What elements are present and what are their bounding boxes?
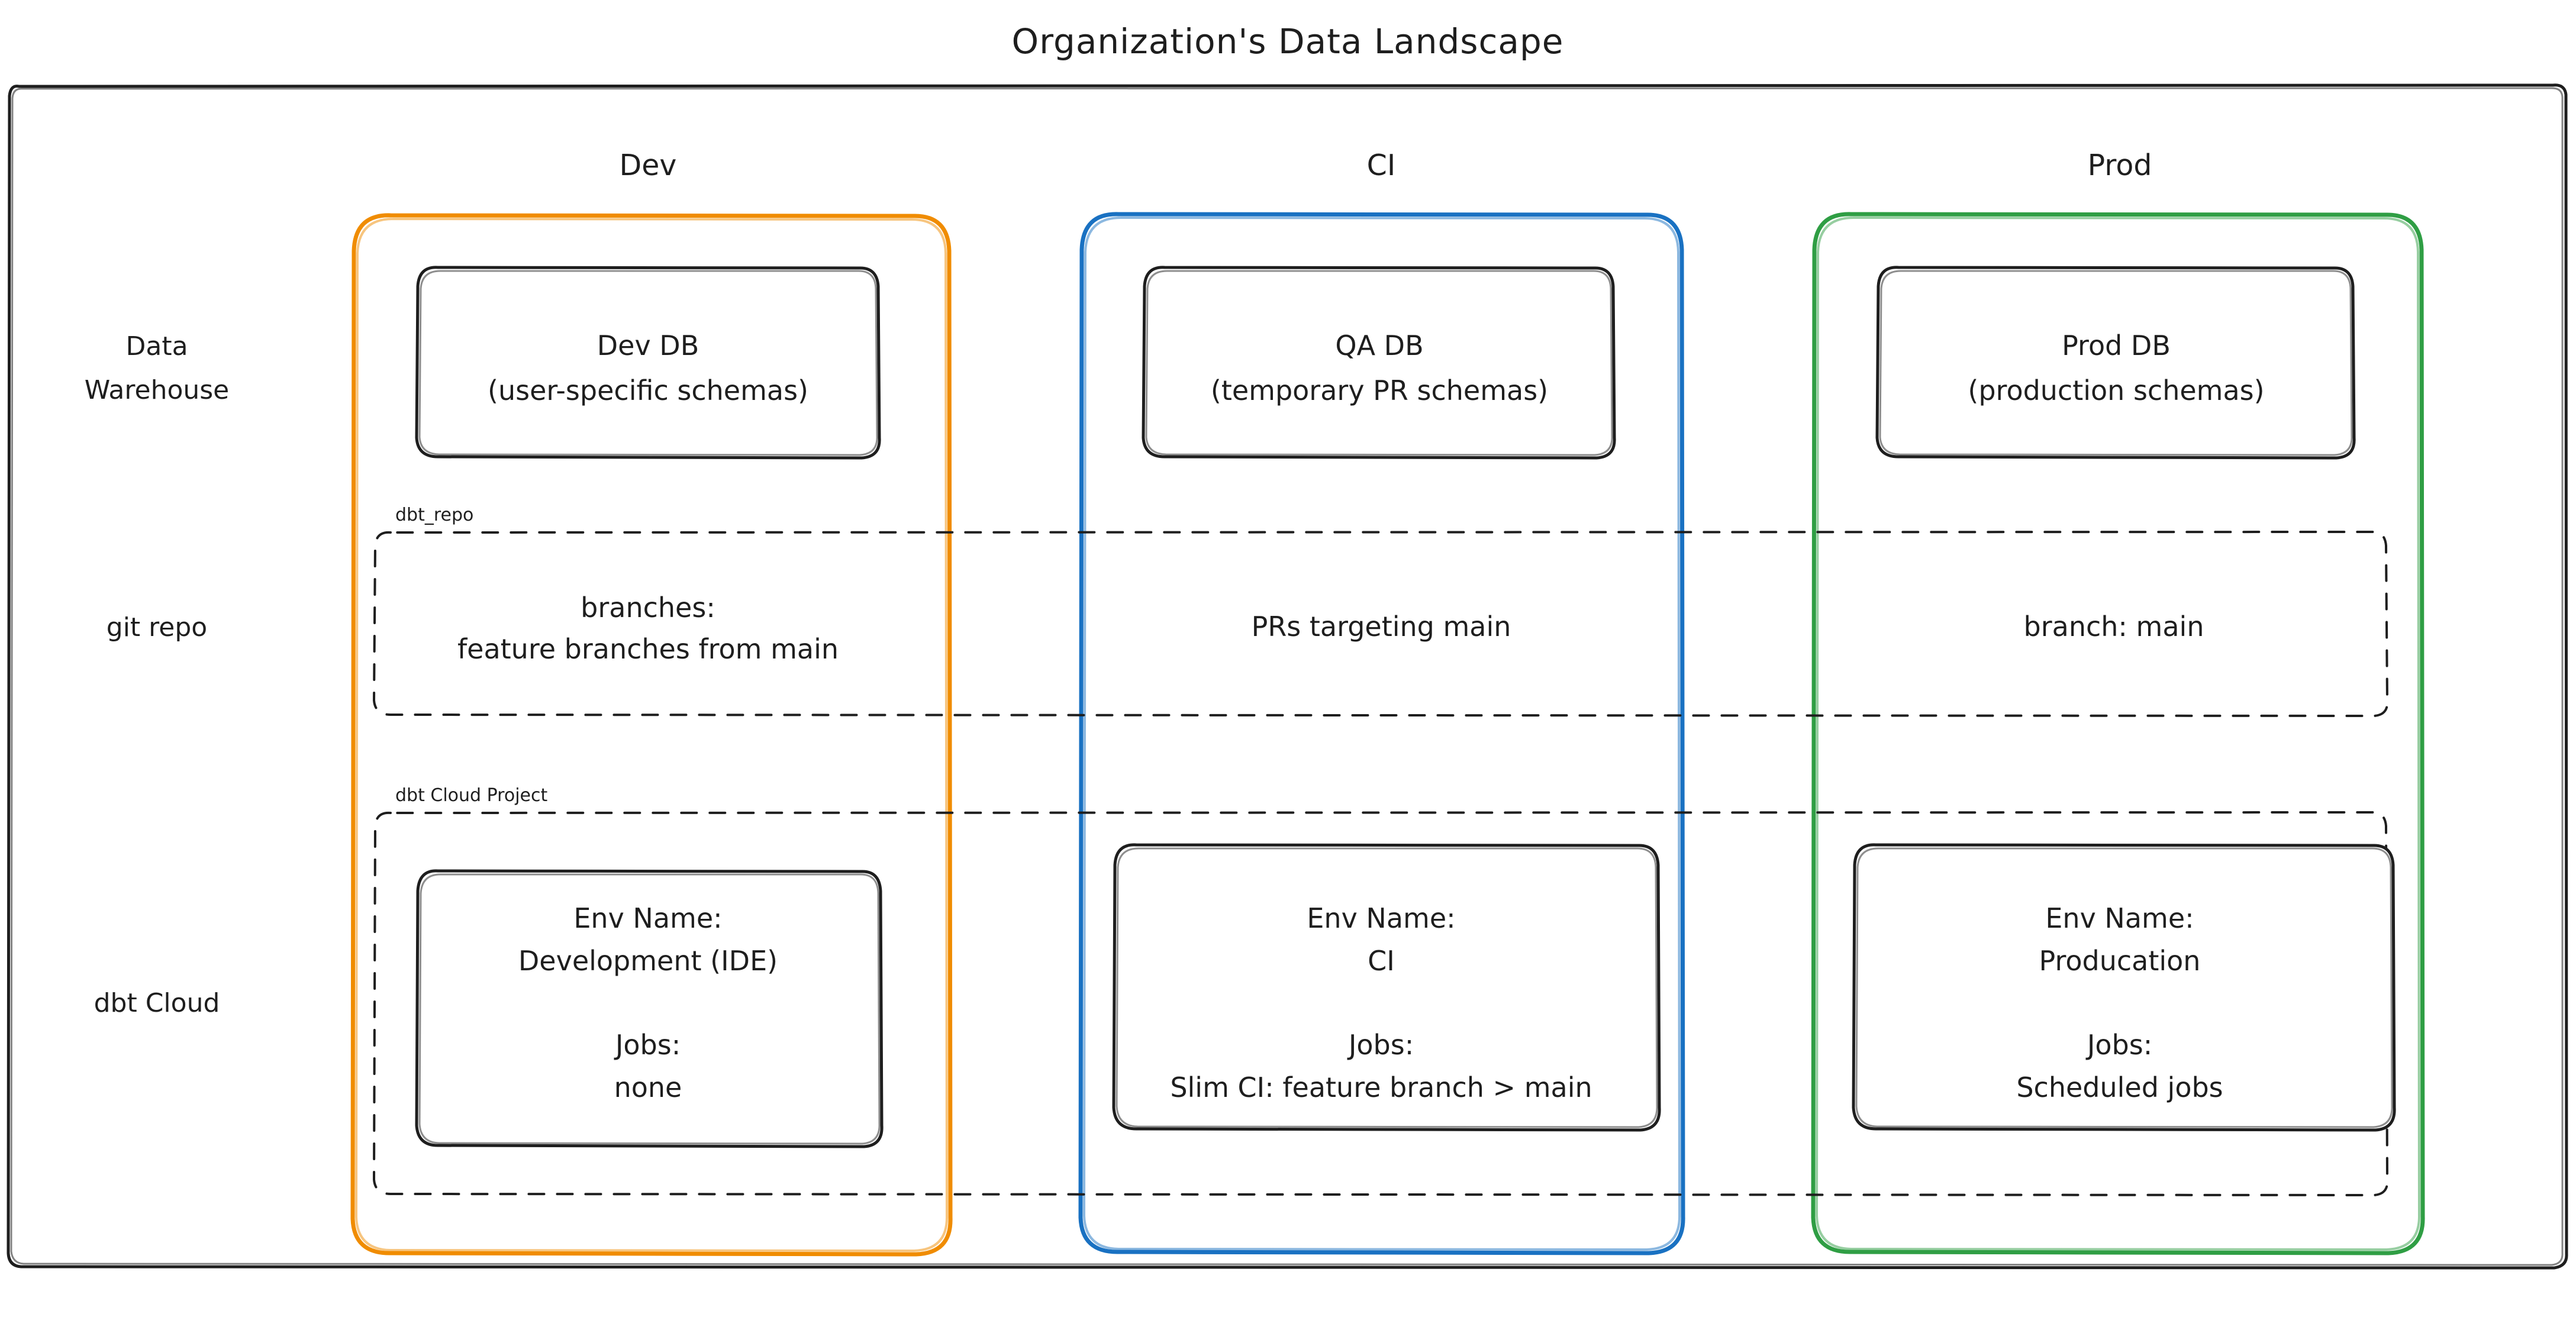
git-node-dev: branches: feature branches from main — [457, 592, 839, 665]
dbt-cloud-node-dev-jobs-label: Jobs: — [614, 1029, 681, 1061]
warehouse-node-ci-line1: QA DB — [1335, 330, 1423, 361]
warehouse-node-ci[interactable]: QA DB (temporary PR schemas) — [1142, 266, 1616, 460]
dbt-cloud-node-prod-jobs-value: Scheduled jobs — [2016, 1071, 2223, 1103]
warehouse-node-dev-line1: Dev DB — [597, 330, 699, 361]
git-node-dev-line2: feature branches from main — [457, 633, 839, 665]
lane-title-ci: CI — [1367, 149, 1396, 182]
dbt-cloud-node-ci[interactable]: Env Name: CI Jobs: Slim CI: feature bran… — [1112, 843, 1661, 1132]
git-repo-group: dbt_repo — [373, 505, 2389, 717]
dbt-cloud-node-ci-env-value: CI — [1368, 945, 1395, 977]
lane-title-prod: Prod — [2088, 149, 2152, 182]
dbt-cloud-node-prod-jobs-label: Jobs: — [2085, 1029, 2152, 1061]
diagram-title: Organization's Data Landscape — [1012, 21, 1564, 62]
git-node-ci: PRs targeting main — [1252, 611, 1511, 643]
git-node-prod-line1: branch: main — [2024, 611, 2204, 643]
dbt-cloud-node-prod-env-value: Producation — [2039, 945, 2201, 977]
dbt-cloud-node-ci-env-label: Env Name: — [1307, 902, 1455, 934]
dbt-cloud-node-ci-jobs-label: Jobs: — [1347, 1029, 1414, 1061]
lane-container-ci — [1078, 212, 1685, 1255]
dbt-cloud-node-ci-jobs-value: Slim CI: feature branch > main — [1170, 1071, 1592, 1103]
outer-frame — [7, 83, 2568, 1270]
dbt-cloud-node-dev-env-value: Development (IDE) — [518, 945, 778, 977]
lane-container-dev — [350, 213, 953, 1257]
git-node-ci-line1: PRs targeting main — [1252, 611, 1511, 643]
git-node-prod: branch: main — [2024, 611, 2204, 643]
dbt-cloud-node-dev-jobs-value: none — [614, 1071, 682, 1103]
warehouse-node-dev-line2: (user-specific schemas) — [488, 375, 808, 406]
lane-container-prod — [1811, 212, 2425, 1255]
row-label-data-warehouse-line2: Warehouse — [85, 375, 230, 405]
dbt-cloud-group: dbt Cloud Project — [373, 785, 2389, 1196]
lane-title-dev: Dev — [620, 149, 677, 182]
dbt-cloud-node-dev[interactable]: Env Name: Development (IDE) Jobs: none — [415, 869, 884, 1148]
dbt-cloud-group-label: dbt Cloud Project — [395, 785, 547, 806]
git-node-dev-line1: branches: — [581, 592, 715, 624]
warehouse-node-prod[interactable]: Prod DB (production schemas) — [1875, 266, 2356, 460]
git-repo-group-label: dbt_repo — [395, 505, 473, 525]
warehouse-node-dev[interactable]: Dev DB (user-specific schemas) — [415, 266, 881, 460]
row-label-data-warehouse-line1: Data — [125, 331, 188, 361]
dbt-cloud-node-prod[interactable]: Env Name: Producation Jobs: Scheduled jo… — [1852, 843, 2396, 1132]
dbt-cloud-node-prod-env-label: Env Name: — [2045, 902, 2194, 934]
warehouse-node-prod-line2: (production schemas) — [1968, 375, 2264, 406]
warehouse-node-ci-line2: (temporary PR schemas) — [1211, 375, 1548, 406]
row-label-git-repo: git repo — [107, 612, 207, 643]
dbt-cloud-node-dev-env-label: Env Name: — [573, 902, 722, 934]
row-label-data-warehouse: Data Warehouse — [85, 331, 230, 405]
warehouse-node-prod-line1: Prod DB — [2062, 330, 2171, 361]
row-label-dbt-cloud: dbt Cloud — [94, 988, 220, 1018]
